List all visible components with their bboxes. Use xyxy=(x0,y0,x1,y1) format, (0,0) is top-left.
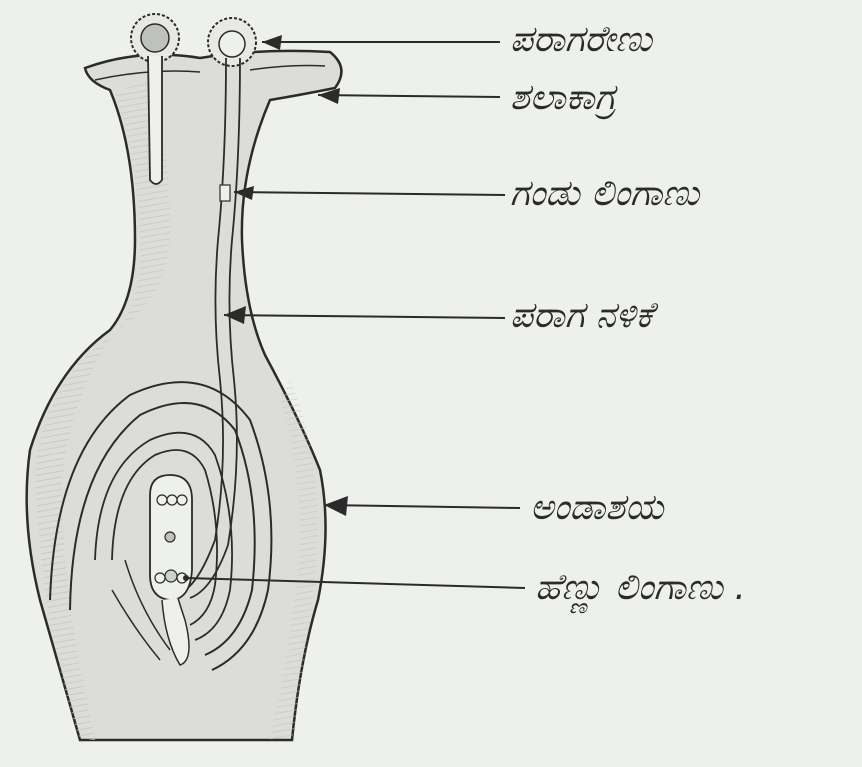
pointer-pollen-grain xyxy=(262,35,500,50)
male-gametes-mark xyxy=(220,185,230,201)
label-ovule: ಅಂಡಾಶಯ xyxy=(530,490,664,526)
pointer-male-gametes xyxy=(234,186,505,200)
pointer-ovule xyxy=(324,496,520,516)
pollen-grain-left xyxy=(131,14,179,62)
label-pollen-tube: ಪರಾಗ ನಳಿಕೆ xyxy=(510,298,653,334)
pointer-stigma xyxy=(318,88,500,104)
label-stigma: ಶಲಾಕಾಗ್ರ xyxy=(510,80,616,116)
embryo-sac xyxy=(150,475,192,600)
label-female-gamete: ಹೆಣ್ಣು ಲಿಂಗಾಣು . xyxy=(535,570,746,606)
short-pollen-tube xyxy=(148,56,162,184)
pointer-pollen-tube xyxy=(224,306,505,324)
label-pollen-grain: ಪರಾಗರೇಣು xyxy=(510,22,652,58)
label-male-gametes: ಗಂಡು ಲಿಂಗಾಣು xyxy=(510,176,699,212)
pollen-grain-right xyxy=(208,18,256,66)
